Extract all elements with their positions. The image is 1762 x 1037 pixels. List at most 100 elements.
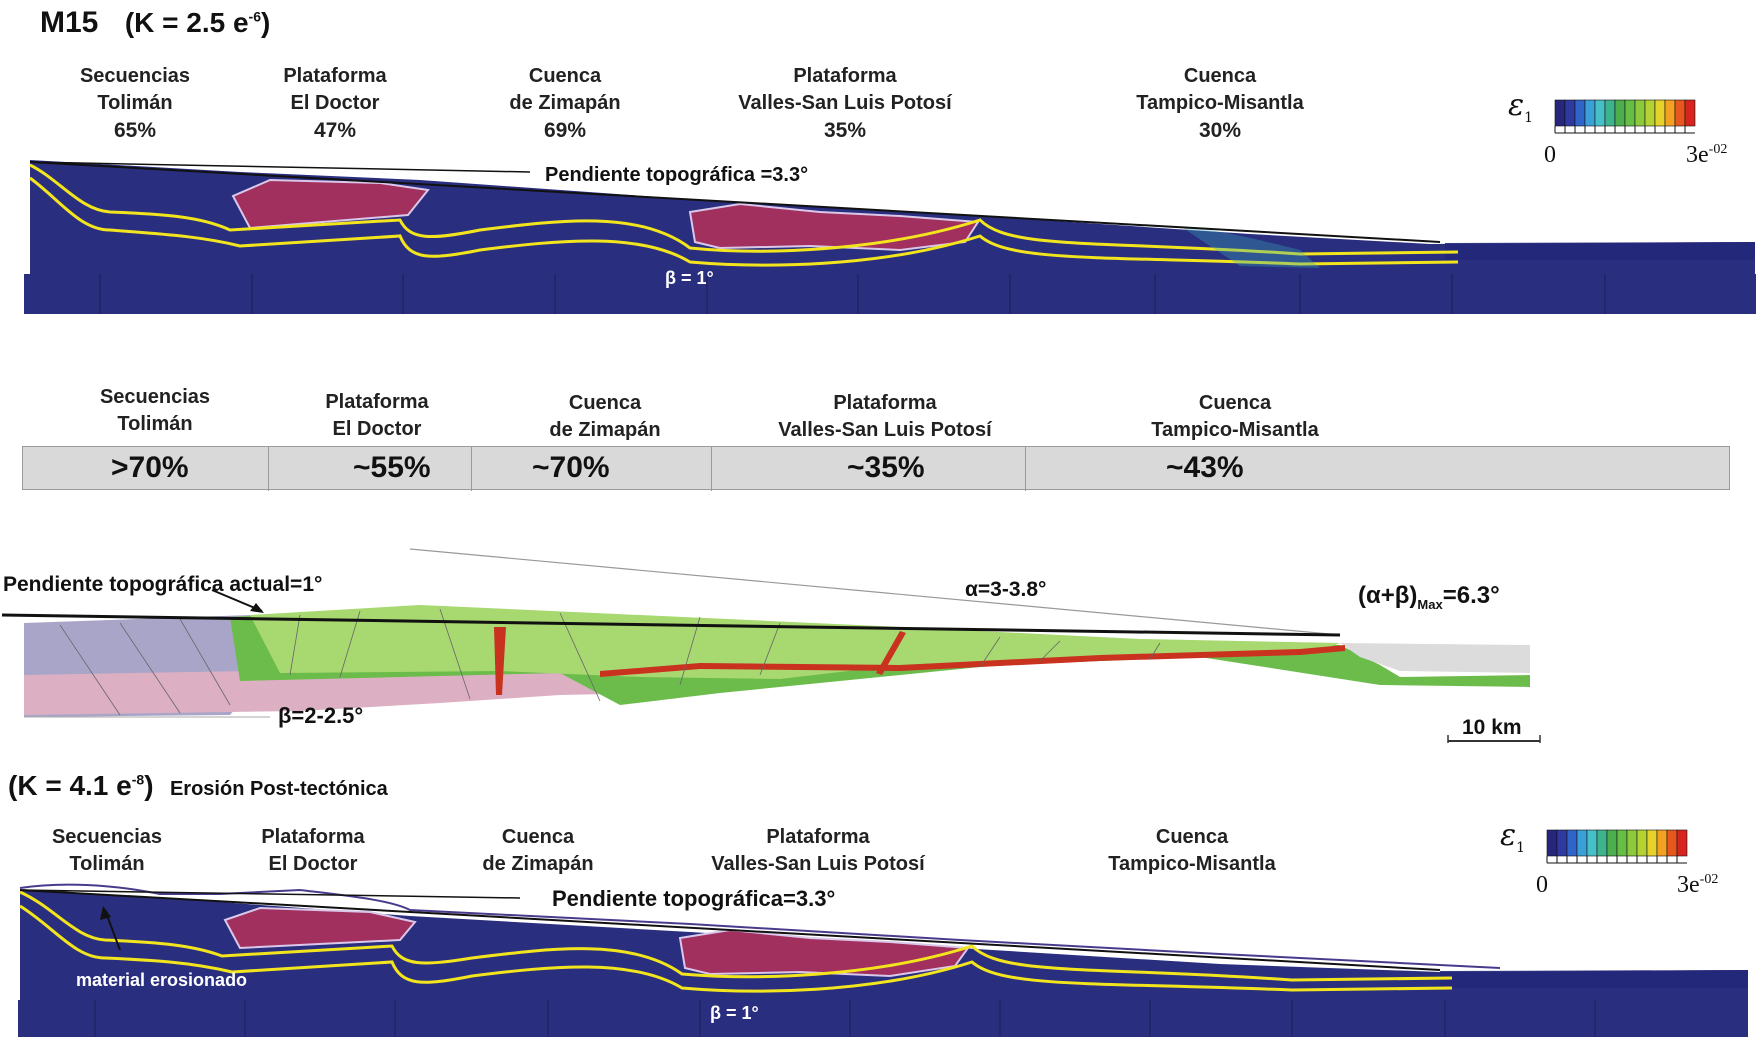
colorbar-swatch bbox=[1674, 99, 1686, 127]
current-slope-label: Pendiente topográfica actual=1° bbox=[3, 573, 323, 596]
colorbar-swatch bbox=[1604, 99, 1616, 127]
colorbar-swatch bbox=[1554, 99, 1566, 127]
alpha-beta-label: (α+β)Max=6.3° bbox=[1358, 582, 1500, 612]
colorbar-swatch bbox=[1586, 829, 1598, 857]
section-faults bbox=[59, 608, 1161, 716]
colorbar-swatch bbox=[1684, 99, 1696, 127]
colorbar-swatch bbox=[1636, 829, 1648, 857]
current-slope-arrowhead bbox=[250, 603, 264, 613]
colorbar-swatch bbox=[1576, 829, 1588, 857]
eroded-material-label: material erosionado bbox=[76, 970, 248, 990]
bottom-legend-symbol: ε1 bbox=[1500, 818, 1526, 856]
top-k-value: (K = 2.5 e-6) bbox=[124, 7, 271, 38]
bottom-red-platform-el-doctor bbox=[223, 906, 417, 950]
colorbar-swatch bbox=[1606, 829, 1618, 857]
top-domain-pct: 65% bbox=[113, 119, 157, 142]
bottom-legend-min: 0 bbox=[1536, 872, 1548, 898]
top-model-section bbox=[24, 160, 1756, 314]
bottom-slope-label: Pendiente topográfica=3.3° bbox=[552, 886, 836, 911]
colorbar-swatch bbox=[1596, 829, 1608, 857]
top-domain-pct: 35% bbox=[823, 119, 867, 142]
colorbar-swatch bbox=[1626, 829, 1638, 857]
table-value: >70% bbox=[111, 451, 189, 484]
top-slope-line bbox=[29, 161, 1441, 243]
table-cell: ~55% bbox=[269, 447, 472, 491]
table-value: ~35% bbox=[847, 451, 925, 484]
top-colorbar bbox=[1554, 99, 1696, 134]
top-panel-title: M15 (K = 2.5 e-6) bbox=[40, 6, 270, 40]
alpha-reference-line bbox=[409, 548, 1341, 636]
bottom-red-platform-valles bbox=[678, 928, 970, 978]
colorbar-swatch bbox=[1566, 829, 1578, 857]
bottom-slope-line bbox=[19, 889, 1441, 971]
top-yellow-horizon bbox=[29, 163, 1459, 256]
top-domain-pct: 69% bbox=[543, 119, 587, 142]
table-value: ~55% bbox=[353, 451, 431, 484]
bottom-model-basement bbox=[18, 1000, 1748, 1037]
colorbar-swatch bbox=[1634, 99, 1646, 127]
table-value: ~70% bbox=[532, 451, 610, 484]
colorbar-swatch bbox=[1556, 829, 1568, 857]
table-cell: ~43% bbox=[1026, 447, 1729, 491]
section-grey-foreland bbox=[1340, 643, 1530, 673]
bottom-model-section bbox=[18, 883, 1748, 1037]
top-legend-min: 0 bbox=[1544, 142, 1556, 168]
colorbar-swatch bbox=[1676, 829, 1688, 857]
model-name: M15 bbox=[40, 6, 99, 39]
colorbar-swatch bbox=[1574, 99, 1586, 127]
top-domain-pct: 30% bbox=[1198, 119, 1242, 142]
alpha-label: α=3-3.8° bbox=[965, 578, 1047, 601]
table-cell: ~70% bbox=[472, 447, 712, 491]
top-dark-strip bbox=[1445, 242, 1755, 260]
eroded-arrowhead bbox=[100, 906, 111, 920]
table-row: >70% ~55% ~70% ~35% ~43% bbox=[22, 446, 1730, 491]
beta-range-label: β=2-2.5° bbox=[278, 703, 364, 728]
colorbar-swatch bbox=[1666, 829, 1678, 857]
top-model-basement bbox=[24, 274, 1756, 314]
colorbar-swatch bbox=[1616, 829, 1628, 857]
colorbar-swatch bbox=[1664, 99, 1676, 127]
bottom-yellow-horizon bbox=[19, 890, 1453, 982]
colorbar-swatch bbox=[1546, 829, 1558, 857]
top-legend-max: 3e-02 bbox=[1686, 142, 1728, 168]
section-red-thrust-1 bbox=[494, 627, 506, 695]
bottom-yellow-horizon-lower bbox=[19, 904, 1453, 993]
bottom-subtitle: Erosión Post-tectónica bbox=[169, 778, 388, 800]
top-yellow-horizon-lower bbox=[29, 176, 1459, 267]
colorbar-swatch bbox=[1564, 99, 1576, 127]
bottom-beta-label: β = 1° bbox=[710, 1003, 759, 1023]
colorbar-swatch bbox=[1614, 99, 1626, 127]
bottom-eroded-outline bbox=[19, 883, 1501, 969]
table-cell: >70% bbox=[23, 447, 269, 491]
bottom-dark-strip bbox=[1440, 970, 1748, 988]
bottom-colorbar bbox=[1546, 829, 1688, 864]
top-strain-patch bbox=[1180, 226, 1320, 268]
table-cell: ~35% bbox=[712, 447, 1026, 491]
current-slope-line bbox=[1, 613, 1341, 637]
bottom-k-value: (K = 4.1 e-8) bbox=[8, 770, 154, 801]
top-beta-label: β = 1° bbox=[665, 268, 714, 288]
top-domain-pct: 47% bbox=[313, 119, 357, 142]
table-value: ~43% bbox=[1166, 451, 1244, 484]
top-slope-label: Pendiente topográfica =3.3° bbox=[545, 164, 809, 186]
section-red-thrust-2 bbox=[876, 631, 906, 675]
scale-label: 10 km bbox=[1462, 716, 1522, 739]
bottom-panel-title: (K = 4.1 e-8) Erosión Post-tectónica bbox=[8, 770, 388, 802]
colorbar-swatch bbox=[1656, 829, 1668, 857]
colorbar-swatch bbox=[1644, 99, 1656, 127]
